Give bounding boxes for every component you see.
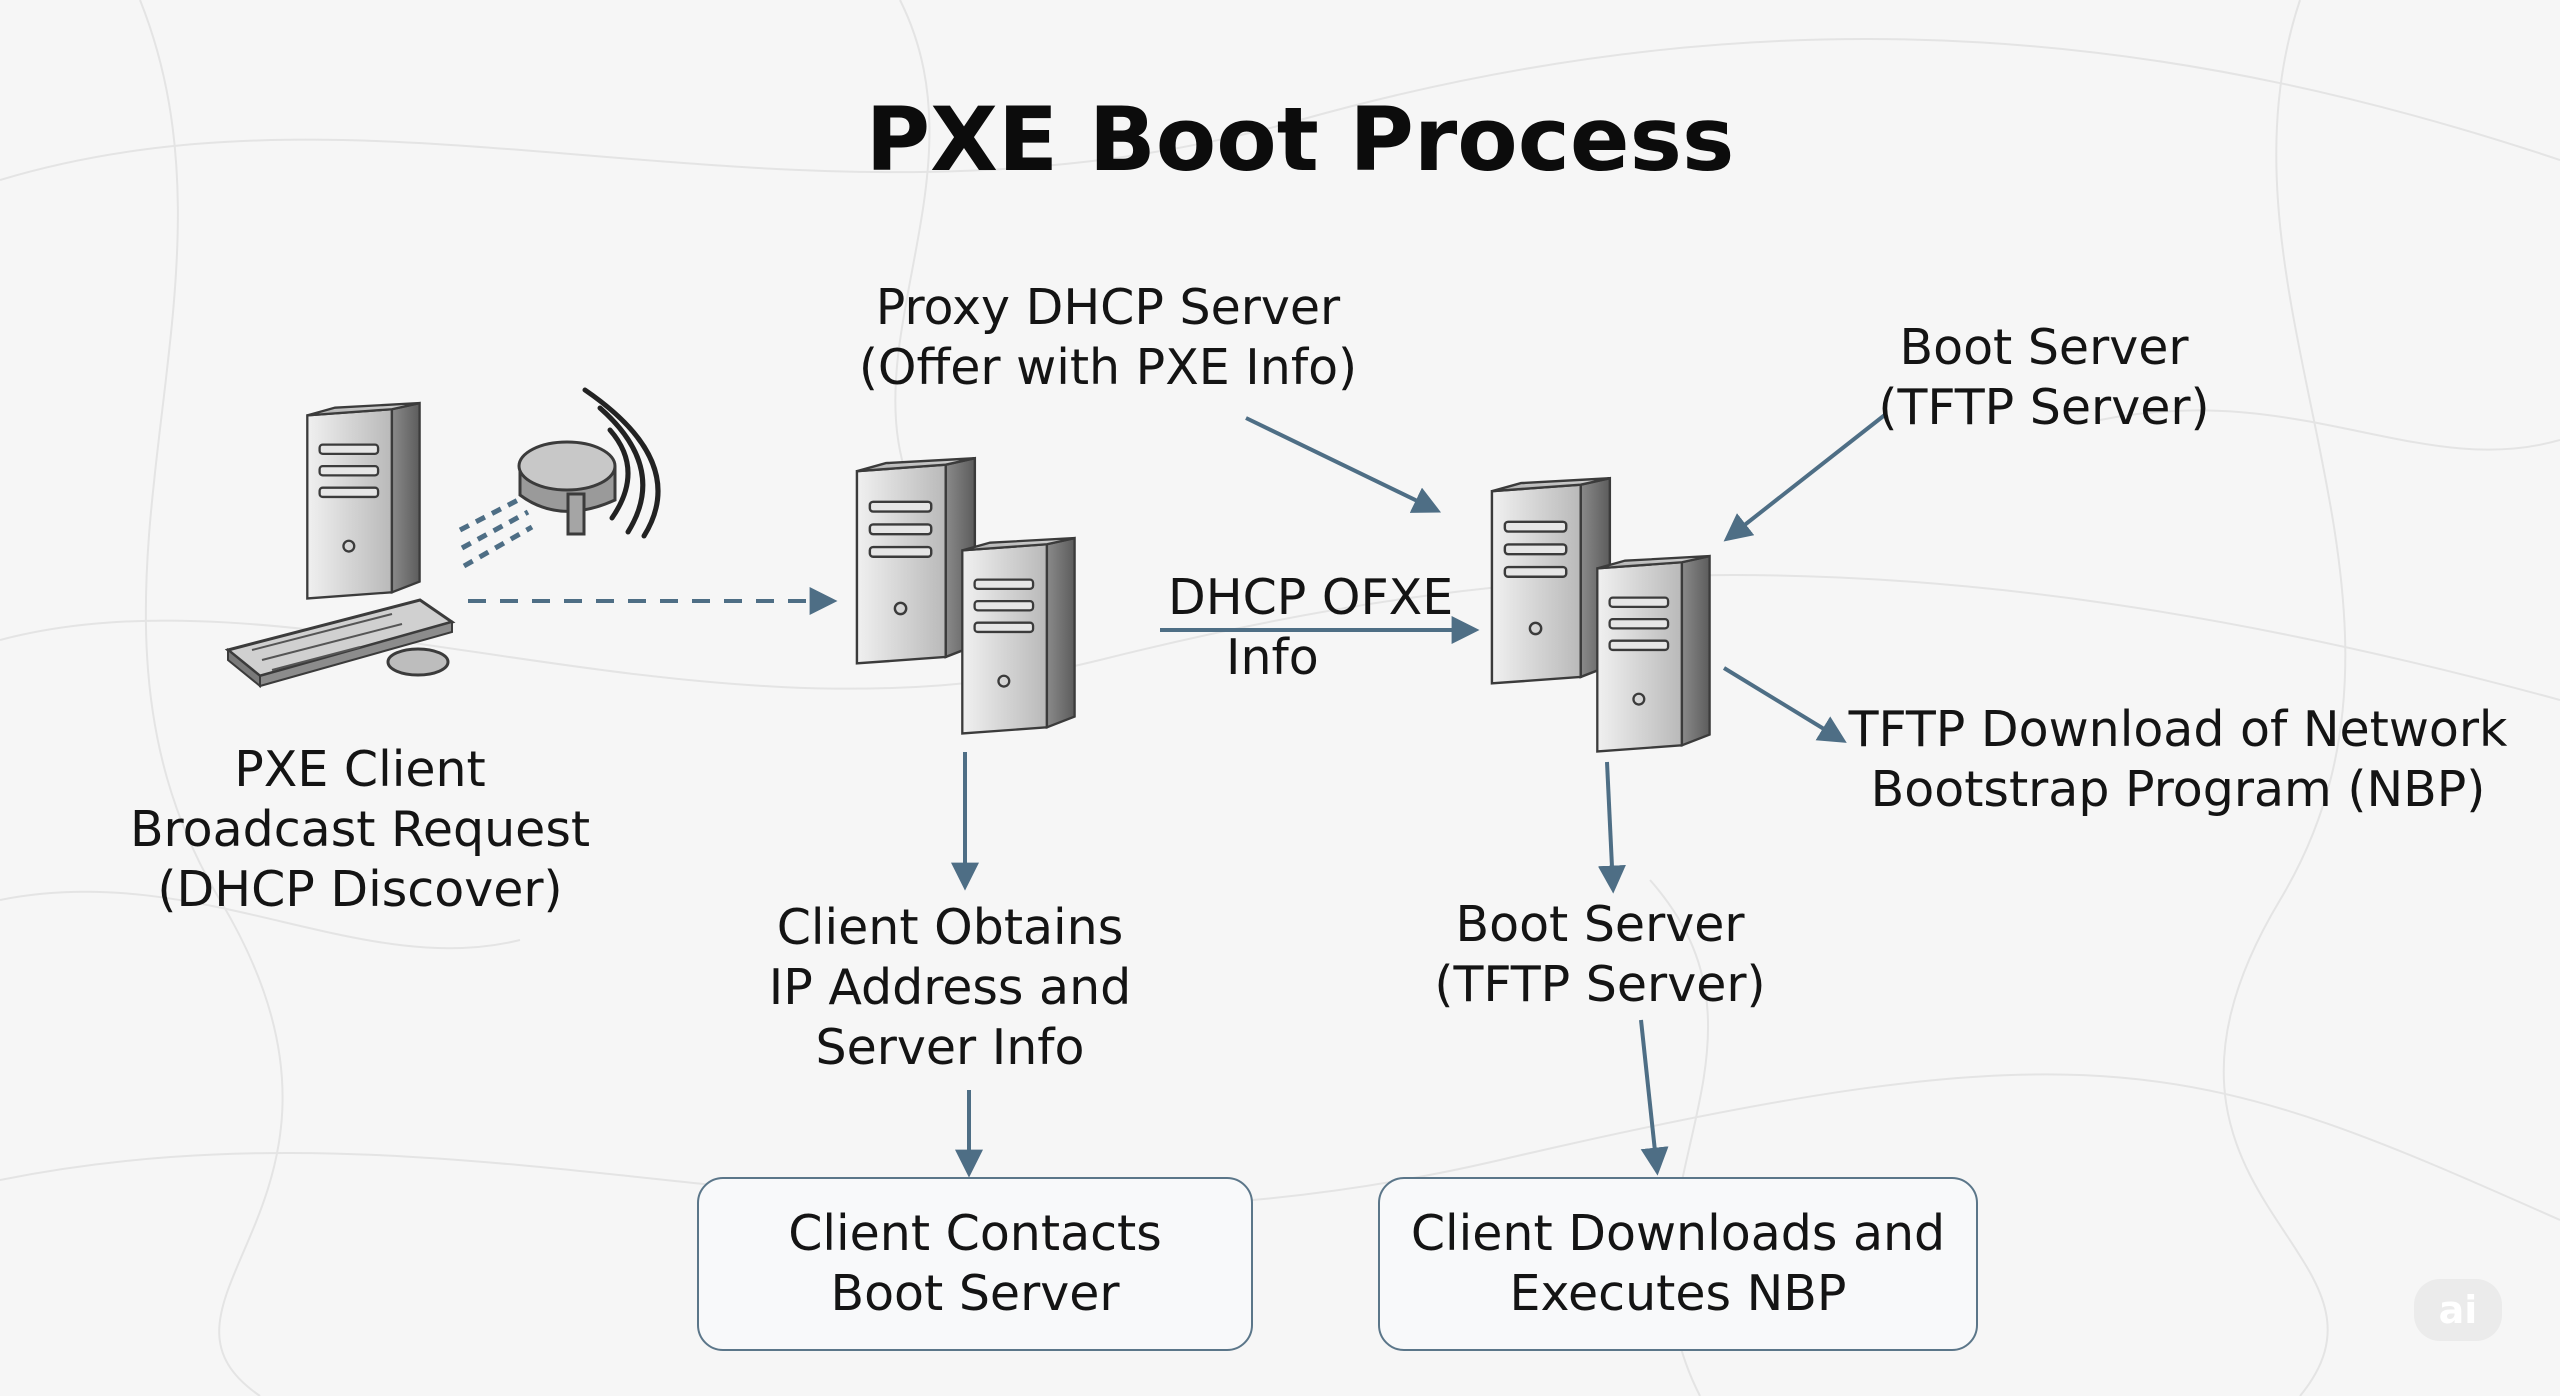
- boot-server-top-line-1: Boot Server: [1899, 319, 2189, 376]
- proxy-dhcp-label: Proxy DHCP Server (Offer with PXE Info): [808, 278, 1408, 398]
- client-downloads-line-1: Client Downloads and: [1410, 1205, 1946, 1263]
- dhcp-offer-line-1: DHCP OFXE: [1168, 569, 1454, 626]
- client-obtains-line-2: IP Address and: [768, 958, 1132, 1016]
- proxy-dhcp-label-line-2: (Offer with PXE Info): [858, 338, 1358, 396]
- server-pair-icon: [1490, 476, 1711, 753]
- client-downloads-text: Client Downloads and Executes NBP: [1411, 1204, 1945, 1324]
- tftp-download-line-2: Bootstrap Program (NBP): [1870, 760, 2486, 818]
- ai-watermark: ai: [2414, 1279, 2502, 1341]
- boot-server-mid-label: Boot Server (TFTP Server): [1360, 895, 1840, 1015]
- pxe-client-label: PXE Client Broadcast Request (DHCP Disco…: [100, 740, 620, 919]
- desktop-computer-icon: [224, 401, 456, 689]
- boot-server-mid-line-1: Boot Server: [1455, 896, 1745, 953]
- boot-server-top-label: Boot Server (TFTP Server): [1804, 318, 2284, 438]
- tftp-download-label: TFTP Download of Network Bootstrap Progr…: [1838, 700, 2518, 820]
- client-obtains-label: Client Obtains IP Address and Server Inf…: [710, 898, 1190, 1077]
- arrow-boot-down: [1597, 761, 1626, 894]
- boot-server-top-line-2: (TFTP Server): [1878, 378, 2210, 436]
- arrow-boot-label: [1723, 412, 1888, 542]
- page-title: PXE Boot Process: [865, 88, 1735, 191]
- arrow-proxy-label: [1245, 416, 1442, 513]
- pxe-client-line-2: Broadcast Request: [129, 800, 591, 858]
- boot-server-mid-line-2: (TFTP Server): [1434, 955, 1766, 1013]
- tftp-download-line-1: TFTP Download of Network: [1848, 701, 2508, 758]
- client-contacts-line-2: Boot Server: [830, 1265, 1120, 1322]
- server-pair-icon: [855, 456, 1076, 735]
- proxy-dhcp-label-line-1: Proxy DHCP Server: [875, 279, 1341, 336]
- dhcp-offer-label: DHCP OFXE Info: [1140, 568, 1470, 688]
- client-contacts-text: Client Contacts Boot Server: [788, 1204, 1162, 1324]
- pxe-client-line-1: PXE Client: [234, 741, 486, 798]
- arrow-tftp-download: [1722, 666, 1847, 743]
- client-obtains-line-1: Client Obtains: [776, 899, 1124, 956]
- client-contacts-line-1: Client Contacts: [788, 1205, 1162, 1263]
- arrow-bootlabel-down: [1639, 1019, 1669, 1176]
- wireless-broadcast-icon: [458, 387, 661, 569]
- pxe-client-line-3: (DHCP Discover): [157, 860, 563, 918]
- client-obtains-line-3: Server Info: [815, 1018, 1085, 1076]
- client-contacts-box: Client Contacts Boot Server: [697, 1177, 1253, 1351]
- client-downloads-line-2: Executes NBP: [1509, 1265, 1847, 1322]
- dhcp-offer-line-2: Info: [1226, 628, 1319, 686]
- client-downloads-box: Client Downloads and Executes NBP: [1378, 1177, 1978, 1351]
